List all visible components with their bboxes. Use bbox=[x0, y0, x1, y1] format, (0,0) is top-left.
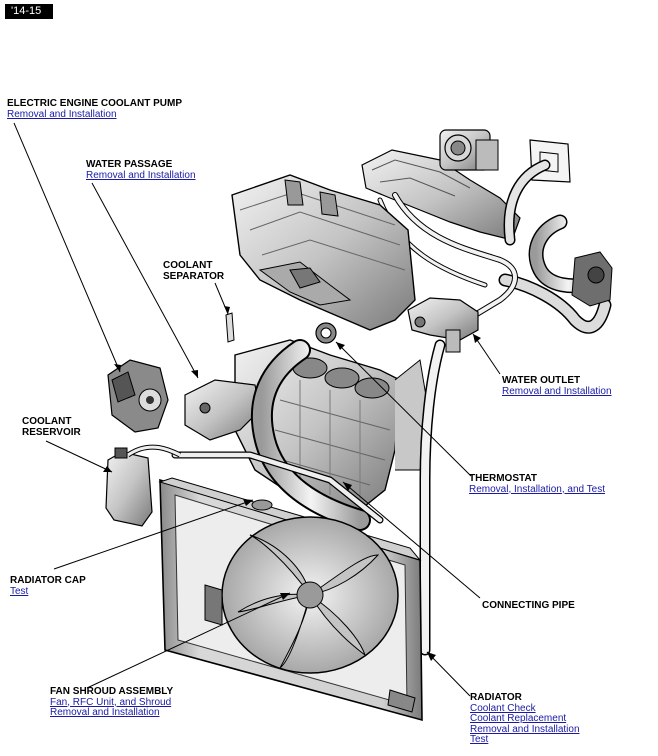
year-badge: '14-15 bbox=[5, 4, 53, 19]
link-removal-installation-test[interactable]: Removal, Installation, and Test bbox=[469, 483, 606, 495]
cylinder-head bbox=[231, 174, 416, 331]
leader-lines bbox=[13, 122, 501, 697]
callout-radiator-cap: RADIATOR CAP Test bbox=[10, 575, 86, 597]
callout-radiator: RADIATOR Coolant Check Coolant Replaceme… bbox=[470, 692, 580, 746]
callout-title-line-2: RESERVOIR bbox=[22, 426, 81, 438]
callout-fan-shroud-assembly: FAN SHROUD ASSEMBLY Fan, RFC Unit, and S… bbox=[50, 686, 174, 719]
link-removal-installation[interactable]: Removal and Installation bbox=[50, 707, 160, 718]
callout-water-outlet: WATER OUTLET Removal and Installation bbox=[502, 375, 612, 397]
connecting-pipe-shape bbox=[171, 451, 384, 524]
upper-radiator-hose bbox=[250, 339, 371, 531]
callout-title: FAN SHROUD ASSEMBLY bbox=[50, 686, 174, 697]
thermostat-shape bbox=[315, 322, 337, 344]
callout-coolant-separator: COOLANT SEPARATOR bbox=[163, 260, 225, 282]
water-outlet bbox=[407, 297, 479, 353]
intake-manifold bbox=[361, 129, 521, 241]
callout-title: RADIATOR CAP bbox=[10, 575, 86, 586]
link-removal-installation[interactable]: Removal and Installation bbox=[470, 723, 580, 735]
callout-title: THERMOSTAT bbox=[469, 473, 537, 484]
actuator-right bbox=[571, 251, 613, 307]
callout-title-line-1: COOLANT bbox=[22, 416, 72, 427]
callout-title: ELECTRIC ENGINE COOLANT PUMP bbox=[7, 98, 183, 109]
electric-coolant-pump bbox=[107, 359, 169, 433]
callout-title: WATER OUTLET bbox=[502, 375, 581, 386]
link-removal-installation[interactable]: Removal and Installation bbox=[7, 108, 117, 120]
coolant-separator-shape bbox=[225, 312, 235, 343]
coolant-reservoir-shape bbox=[105, 444, 182, 527]
callout-title: WATER PASSAGE bbox=[86, 159, 173, 170]
link-fan-rfc-unit-shroud[interactable]: Fan, RFC Unit, and Shroud bbox=[50, 696, 172, 708]
callout-connecting-pipe: CONNECTING PIPE bbox=[482, 600, 575, 612]
fan-shroud-shape bbox=[204, 516, 399, 674]
link-test[interactable]: Test bbox=[10, 585, 29, 597]
callout-title: CONNECTING PIPE bbox=[482, 600, 575, 611]
link-removal-installation[interactable]: Removal and Installation bbox=[86, 169, 196, 181]
link-coolant-check[interactable]: Coolant Check bbox=[470, 702, 536, 714]
radiator-cap-shape bbox=[251, 499, 273, 511]
callout-title-line-1: COOLANT bbox=[163, 260, 213, 271]
callout-coolant-reservoir: COOLANT RESERVOIR bbox=[22, 416, 81, 438]
link-test[interactable]: Test bbox=[470, 734, 489, 745]
callout-thermostat: THERMOSTAT Removal, Installation, and Te… bbox=[469, 473, 606, 495]
callout-title: RADIATOR bbox=[470, 692, 522, 703]
lower-radiator-hose bbox=[419, 339, 446, 656]
leader-arrowheads bbox=[103, 306, 481, 661]
callout-electric-engine-coolant-pump: ELECTRIC ENGINE COOLANT PUMP Removal and… bbox=[7, 98, 183, 120]
link-coolant-replacement[interactable]: Coolant Replacement bbox=[470, 713, 567, 724]
link-removal-installation[interactable]: Removal and Installation bbox=[502, 385, 612, 397]
callout-title-line-2: SEPARATOR bbox=[163, 270, 225, 282]
water-passage bbox=[184, 379, 261, 441]
callout-water-passage: WATER PASSAGE Removal and Installation bbox=[86, 159, 196, 181]
